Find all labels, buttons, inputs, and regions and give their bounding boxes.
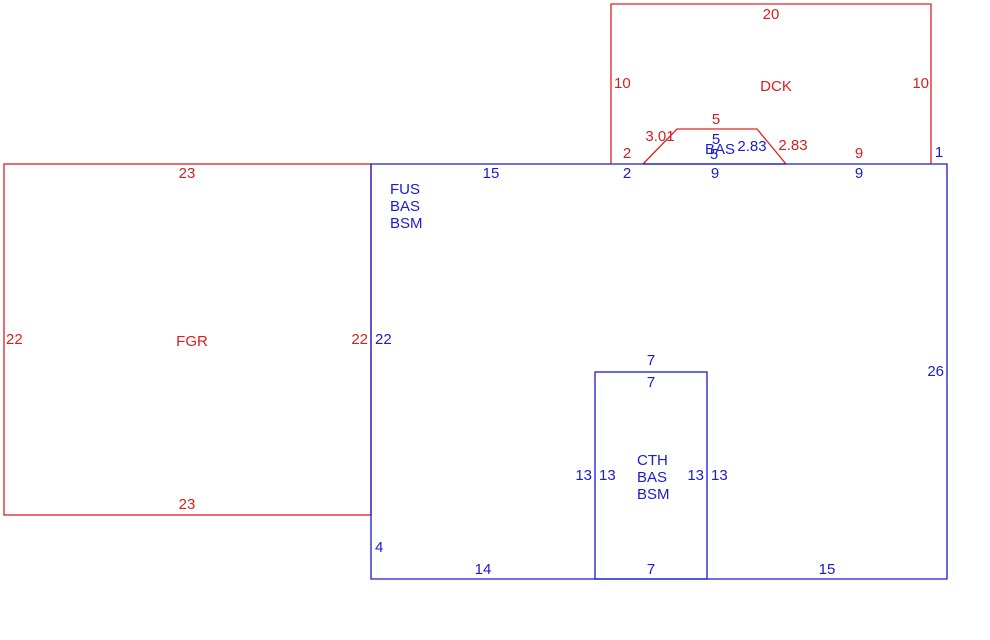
dck-label: DCK xyxy=(760,78,792,95)
cth-top-outer-dim: 7 xyxy=(647,352,655,369)
cth-label-line-3: BSM xyxy=(637,486,670,503)
fgr-bottom-dim: 23 xyxy=(179,496,196,513)
cth-right-outer-dim: 13 xyxy=(711,467,728,484)
main-top-mid-dim: 2 xyxy=(623,165,631,182)
bay-left-blue-dim: 5 xyxy=(710,146,718,163)
main-label-line-3: BSM xyxy=(390,215,423,232)
main-bottom-left-dim: 14 xyxy=(475,561,492,578)
dck-top-dim: 20 xyxy=(763,6,780,23)
main-top-left-dim: 15 xyxy=(483,165,500,182)
bay-outline xyxy=(642,128,787,165)
dck-left-step-dim: 2 xyxy=(623,145,631,162)
dck-right-step-dim: 9 xyxy=(855,145,863,162)
cth-left-outer-dim: 13 xyxy=(575,467,592,484)
main-bottom-right-dim: 15 xyxy=(819,561,836,578)
bay-left-red-dim: 3.01 xyxy=(645,128,674,145)
dck-outline xyxy=(610,3,932,164)
fgr-right-dim: 22 xyxy=(351,331,368,348)
main-top-right-dim: 9 xyxy=(855,165,863,182)
cth-top-inner-dim: 7 xyxy=(647,374,655,391)
fgr-top-dim: 23 xyxy=(179,165,196,182)
dck-right-dim: 10 xyxy=(912,75,929,92)
cth-label-line-2: BAS xyxy=(637,469,667,486)
fgr-label: FGR xyxy=(176,333,208,350)
main-outline xyxy=(370,163,948,580)
cth-outline xyxy=(594,371,708,580)
dck-corner-dim: 1 xyxy=(935,144,943,161)
main-label-line-2: BAS xyxy=(390,198,420,215)
bay-right-blue-dim: 2.83 xyxy=(737,138,766,155)
main-left-dim: 22 xyxy=(375,331,392,348)
bay-base-dim: 9 xyxy=(711,165,719,182)
bay-right-red-dim: 2.83 xyxy=(778,137,807,154)
cth-left-inner-dim: 13 xyxy=(599,467,616,484)
bay-top-blue-dim: 5 xyxy=(712,131,720,148)
main-left-lower-dim: 4 xyxy=(375,539,383,556)
main-label-line-1: FUS xyxy=(390,181,420,198)
main-right-dim: 26 xyxy=(927,363,944,380)
cth-right-inner-dim: 13 xyxy=(687,467,704,484)
dck-left-dim: 10 xyxy=(614,75,631,92)
cth-label-line-1: CTH xyxy=(637,452,668,469)
fgr-left-dim: 22 xyxy=(6,331,23,348)
bay-label: BAS xyxy=(705,141,735,158)
bay-top-red-dim: 5 xyxy=(712,111,720,128)
cth-bottom-dim: 7 xyxy=(647,561,655,578)
